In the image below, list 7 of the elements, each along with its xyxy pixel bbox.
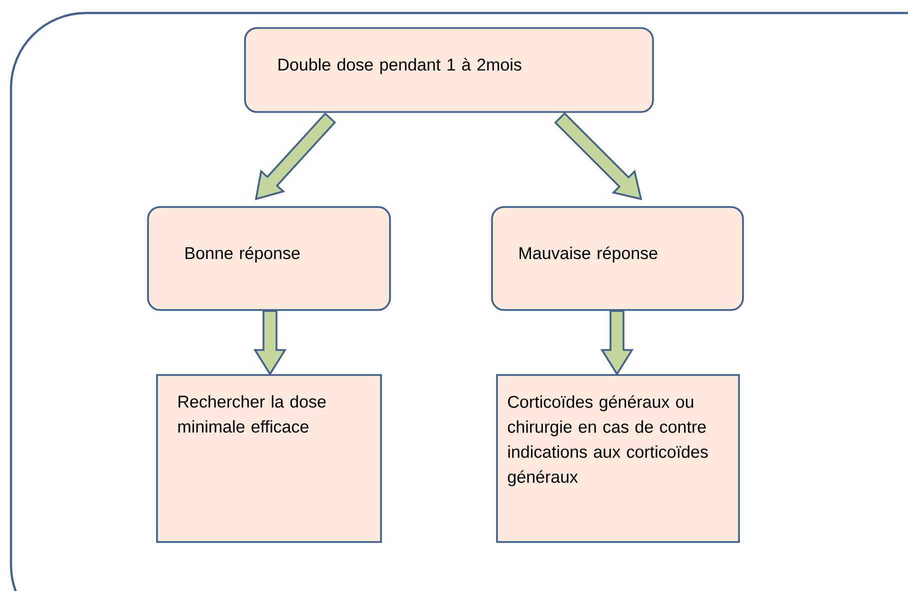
process-box: Corticoïdes généraux ou chirurgie en cas de contre indications aux corticoïdes généraux — [496, 374, 740, 543]
block-arrow — [600, 310, 634, 376]
process-box: Double dose pendant 1 à 2mois — [244, 27, 654, 113]
process-box: Rechercher la dose minimale efficace — [156, 374, 382, 543]
process-box: Mauvaise réponse — [491, 206, 744, 311]
process-box: Bonne réponse — [147, 206, 391, 311]
block-arrow — [253, 310, 287, 376]
